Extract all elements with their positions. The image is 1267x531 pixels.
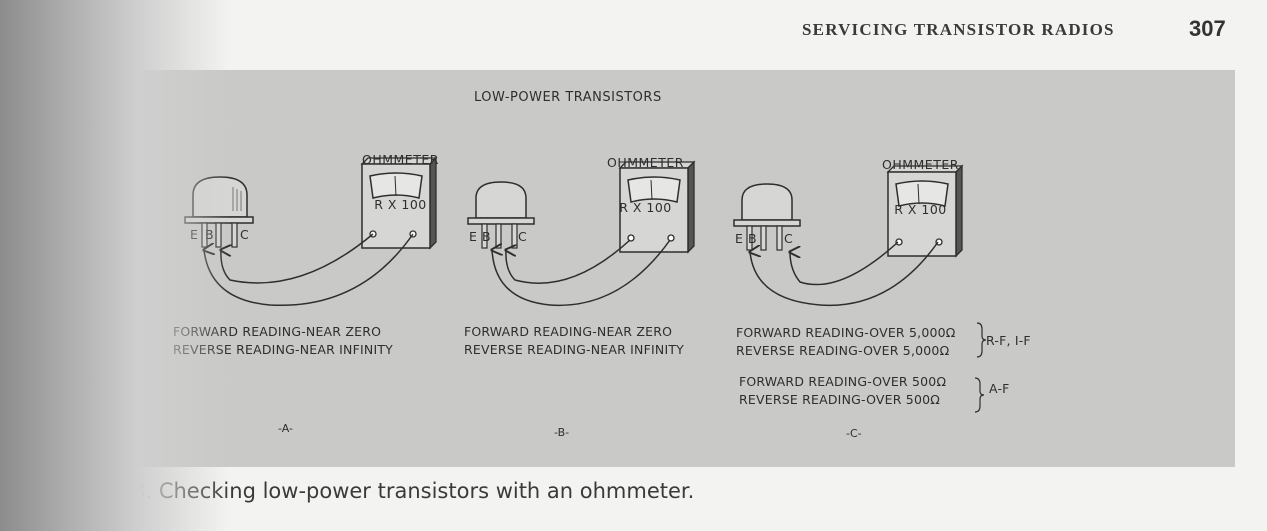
reading-reverse: REVERSE READING-OVER 500Ω xyxy=(739,392,941,407)
reading-reverse: REVERSE READING-OVER 5,000Ω xyxy=(736,343,950,358)
panel-label-b: -B- xyxy=(554,426,570,439)
section-title: LOW-POWER TRANSISTORS xyxy=(474,90,662,105)
pin-label-b: B xyxy=(482,229,491,244)
brace xyxy=(976,322,987,358)
pin-label-b: B xyxy=(205,227,214,242)
transistor-icon xyxy=(733,183,801,251)
pin-label-e: E xyxy=(190,227,198,242)
meter-title: OHMMETER xyxy=(607,155,684,170)
pin-label-c: C xyxy=(240,227,249,242)
panel-label-a: -A- xyxy=(278,422,293,435)
ohmmeter-icon xyxy=(360,156,438,250)
meter-range: R X 100 xyxy=(374,197,427,212)
reading-forward: FORWARD READING-NEAR ZERO xyxy=(464,324,673,339)
pin-label-e: E xyxy=(469,229,477,244)
meter-label-b: OHMMETER R X 100 xyxy=(607,125,684,245)
ohmmeter-icon xyxy=(886,164,964,258)
panel-c-drawing xyxy=(733,164,987,413)
meter-range: R X 100 xyxy=(894,202,947,217)
reading-reverse: REVERSE READING-NEAR INFINITY xyxy=(464,342,684,357)
meter-range: R X 100 xyxy=(619,200,672,215)
panel-b-drawing xyxy=(467,160,696,307)
figure-number: FIGURE 20-38. xyxy=(0,479,153,503)
caption-text: Checking low-power transistors with an o… xyxy=(152,479,695,503)
pin-label-c: C xyxy=(784,231,793,246)
pin-label-e: E xyxy=(735,231,743,246)
running-head: SERVICING TRANSISTOR RADIOS xyxy=(802,20,1115,39)
reading-forward: FORWARD READING-OVER 5,000Ω xyxy=(736,325,956,340)
meter-label-a: OHMMETER R X 100 xyxy=(362,122,439,242)
pin-label-b: B xyxy=(748,231,757,246)
transistor-icon xyxy=(467,181,535,249)
applies-to-label: A-F xyxy=(989,381,1010,396)
ohmmeter-icon xyxy=(618,160,696,254)
meter-label-c: OHMMETER R X 100 xyxy=(882,127,959,247)
meter-title: OHMMETER xyxy=(362,152,439,167)
figure-caption: FIGURE 20-38. Checking low-power transis… xyxy=(0,479,694,503)
applies-to-label: R-F, I-F xyxy=(986,333,1031,348)
reading-reverse: REVERSE READING-NEAR INFINITY xyxy=(173,342,393,357)
reading-forward: FORWARD READING-NEAR ZERO xyxy=(173,324,382,339)
figure-illustration xyxy=(184,156,987,413)
page-number: 307 xyxy=(1189,16,1226,41)
brace xyxy=(974,377,985,413)
meter-title: OHMMETER xyxy=(882,157,959,172)
pin-label-c: C xyxy=(518,229,527,244)
panel-label-c: -C- xyxy=(846,427,862,440)
figure-panel: LOW-POWER TRANSISTORS OHMMETER R X 100 E… xyxy=(40,70,1235,467)
reading-forward: FORWARD READING-OVER 500Ω xyxy=(739,374,947,389)
